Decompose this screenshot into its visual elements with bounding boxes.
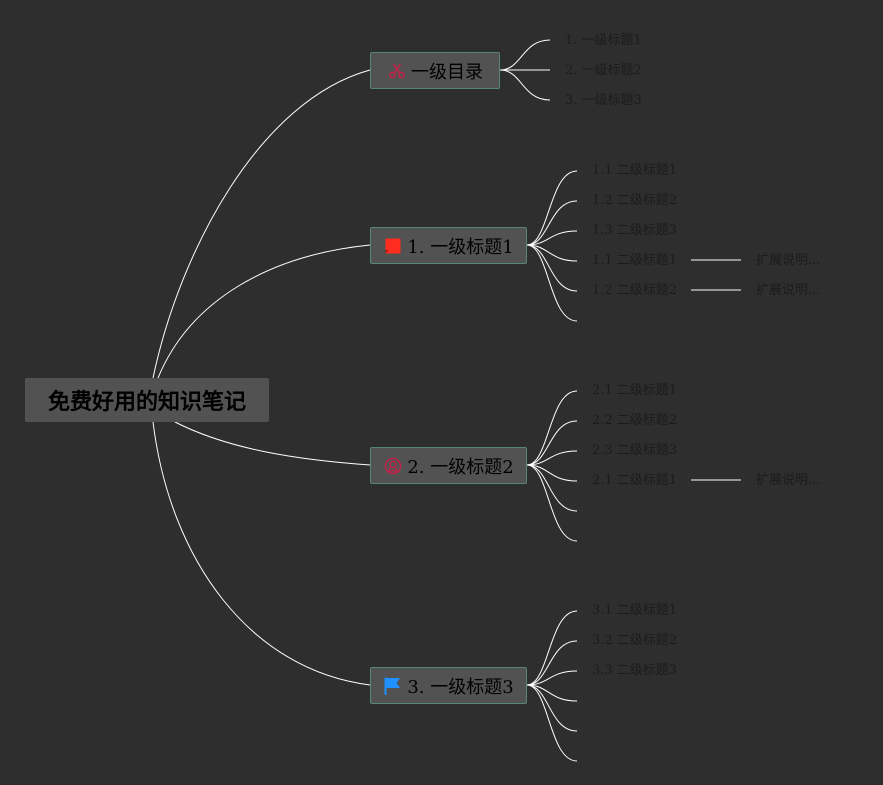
topic-label: 一级目录 xyxy=(411,61,483,83)
subtopic-item[interactable]: 2.1 二级标题1 xyxy=(592,383,678,398)
extension-note[interactable]: 扩展说明... xyxy=(756,283,821,298)
child-link xyxy=(526,464,578,512)
extension-note[interactable]: 扩展说明... xyxy=(756,473,821,488)
child-link xyxy=(526,170,578,246)
subtopic-item[interactable]: 3.3 二级标题3 xyxy=(592,663,678,678)
root-link xyxy=(152,421,371,686)
child-link xyxy=(499,69,551,101)
extension-note[interactable]: 扩展说明... xyxy=(756,253,821,268)
topic-label: 1. 一级标题1 xyxy=(407,236,514,258)
topic-node-heading-3[interactable]: 3. 一级标题3 xyxy=(370,667,527,704)
root-link xyxy=(152,69,371,379)
child-link xyxy=(526,450,578,466)
child-link xyxy=(526,244,578,262)
child-link xyxy=(526,464,578,482)
subtopic-item[interactable]: 1.2 二级标题2 xyxy=(592,193,678,208)
subtopic-item[interactable]: 3.2 二级标题2 xyxy=(592,633,678,648)
subtopic-item[interactable]: 2.1 二级标题1 xyxy=(592,473,678,488)
child-link xyxy=(526,684,578,702)
child-link xyxy=(526,640,578,686)
subtopic-item[interactable]: 3. 一级标题3 xyxy=(565,93,642,108)
subtopic-item[interactable]: 2. 一级标题2 xyxy=(565,63,642,78)
topic-node-heading-1[interactable]: 1. 一级标题1 xyxy=(370,227,527,264)
subtopic-item[interactable]: 3.1 二级标题1 xyxy=(592,603,678,618)
root-link xyxy=(174,421,371,466)
child-link xyxy=(526,390,578,466)
subtopic-item[interactable]: 1.1 二级标题1 xyxy=(592,253,678,268)
topic-node-directory[interactable]: 一级目录 xyxy=(370,52,500,89)
child-link xyxy=(526,420,578,466)
child-link xyxy=(526,200,578,246)
child-link xyxy=(526,670,578,686)
root-link xyxy=(157,244,371,379)
child-link xyxy=(526,684,578,762)
subtopic-item[interactable]: 1.1 二级标题1 xyxy=(592,163,678,178)
child-link xyxy=(526,244,578,292)
child-link xyxy=(526,244,578,322)
subtopic-item[interactable]: 2.2 二级标题2 xyxy=(592,413,678,428)
topic-node-heading-2[interactable]: 2. 一级标题2 xyxy=(370,447,527,484)
child-link xyxy=(526,464,578,542)
topic-label: 3. 一级标题3 xyxy=(407,676,514,698)
award-badge-icon xyxy=(383,456,403,476)
root-label: 免费好用的知识笔记 xyxy=(47,390,246,415)
child-link xyxy=(526,230,578,246)
blue-flag-icon xyxy=(383,676,403,696)
child-link xyxy=(499,39,551,71)
child-link xyxy=(526,684,578,732)
root-node[interactable]: 免费好用的知识笔记 xyxy=(25,378,269,422)
subtopic-item[interactable]: 1.2 二级标题2 xyxy=(592,283,678,298)
scissors-icon xyxy=(387,61,407,81)
subtopic-item[interactable]: 1.3 二级标题3 xyxy=(592,223,678,238)
subtopic-item[interactable]: 2.3 二级标题3 xyxy=(592,443,678,458)
topic-label: 2. 一级标题2 xyxy=(407,456,514,478)
child-link xyxy=(526,610,578,686)
subtopic-item[interactable]: 1. 一级标题1 xyxy=(565,33,642,48)
red-square-flag-icon xyxy=(383,236,403,256)
